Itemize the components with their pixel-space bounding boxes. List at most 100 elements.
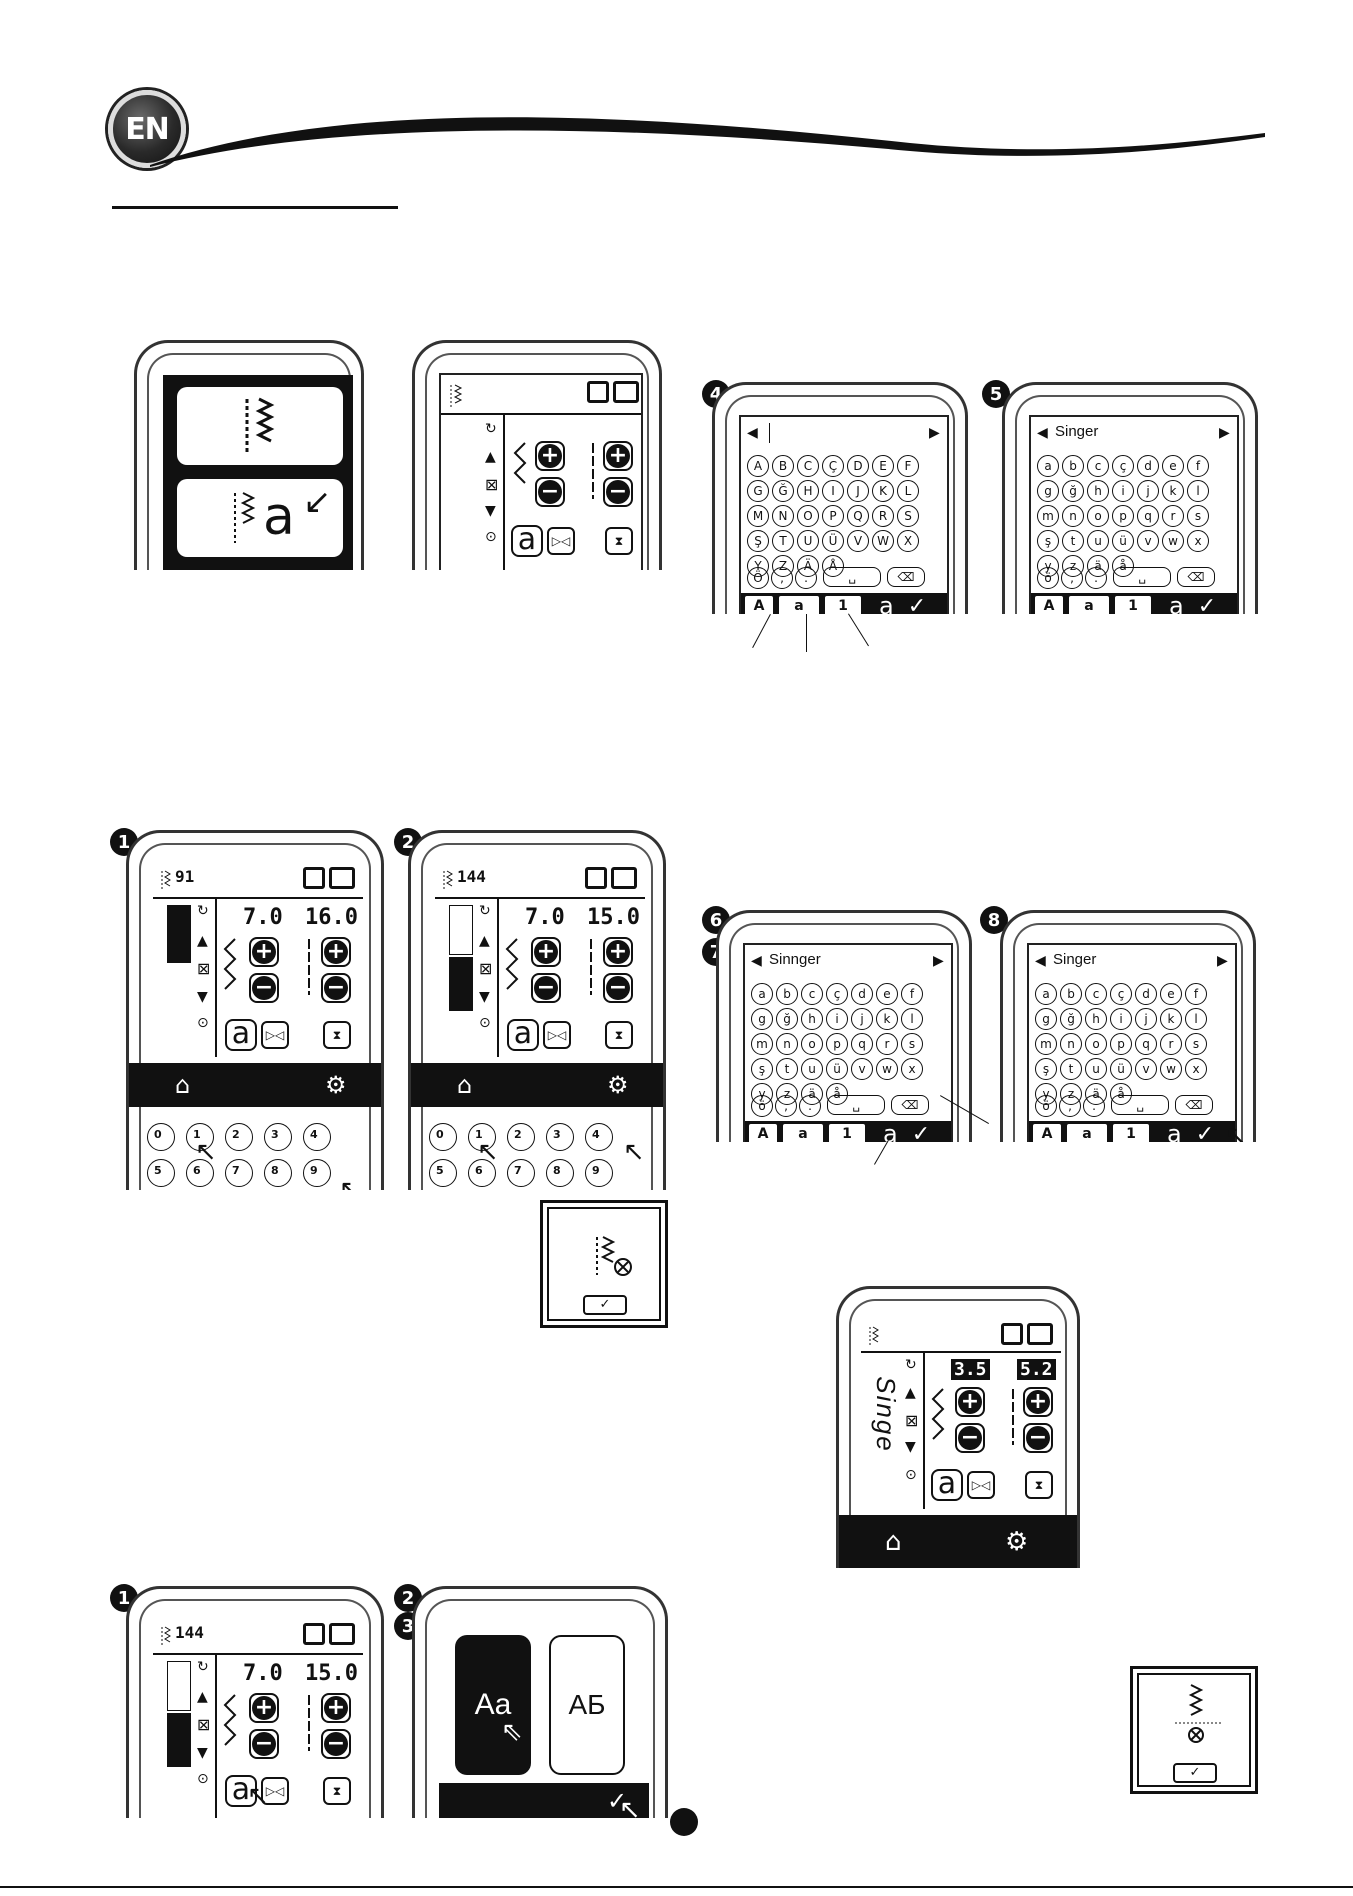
key[interactable]: h	[1087, 480, 1109, 502]
tab-uppercase[interactable]: A	[1033, 1124, 1061, 1142]
length-minus-button[interactable]: −	[321, 1729, 351, 1759]
key[interactable]: i	[1110, 1008, 1132, 1030]
key[interactable]: k	[1162, 480, 1184, 502]
numpad-key[interactable]: 3	[264, 1123, 292, 1151]
key[interactable]: Ç	[822, 455, 844, 477]
key[interactable]: o	[801, 1033, 823, 1055]
up-arrow-icon[interactable]: ▲	[197, 1689, 208, 1705]
key[interactable]: E	[872, 455, 894, 477]
key[interactable]: v	[1135, 1058, 1157, 1080]
font-glyph-icon[interactable]: a	[1167, 1120, 1182, 1142]
width-minus-button[interactable]: −	[249, 1729, 279, 1759]
key[interactable]: w	[1162, 530, 1184, 552]
key[interactable]: j	[851, 1008, 873, 1030]
menu-tile-stitches[interactable]	[177, 387, 343, 465]
numpad-key[interactable]: 9	[585, 1159, 613, 1187]
text-input-value[interactable]: Sinnger	[769, 951, 821, 968]
key[interactable]: d	[1137, 455, 1159, 477]
mirror-button[interactable]: ▷◁	[261, 1777, 289, 1805]
save-icon[interactable]	[303, 867, 325, 889]
key[interactable]: R	[872, 505, 894, 527]
letter-mode-button[interactable]: a	[225, 1019, 257, 1051]
key[interactable]: F	[897, 455, 919, 477]
needle-stop-button[interactable]: ⧗	[323, 1021, 351, 1049]
key[interactable]: u	[1085, 1058, 1107, 1080]
key-period[interactable]: .	[795, 567, 817, 589]
selected-pattern-thumb[interactable]	[167, 1713, 191, 1767]
key[interactable]: q	[1137, 505, 1159, 527]
key[interactable]: c	[1087, 455, 1109, 477]
tab-numbers[interactable]: 1	[825, 596, 861, 614]
length-plus-button[interactable]: +	[1023, 1387, 1053, 1417]
delete-icon[interactable]: ⊠	[479, 959, 493, 978]
reverse-icon[interactable]: ↻	[479, 903, 491, 919]
down-arrow-icon[interactable]: ▼	[485, 503, 496, 519]
numpad-key[interactable]: 6	[186, 1159, 214, 1187]
key[interactable]: p	[1110, 1033, 1132, 1055]
key[interactable]: j	[1137, 480, 1159, 502]
key[interactable]: f	[1185, 983, 1207, 1005]
key[interactable]: ç	[1110, 983, 1132, 1005]
needle-stop-button[interactable]: ⧗	[605, 527, 633, 555]
space-key[interactable]: ␣	[823, 567, 881, 587]
reverse-icon[interactable]: ↻	[905, 1357, 917, 1373]
needle-stop-button[interactable]: ⧗	[323, 1777, 351, 1805]
letter-mode-button[interactable]: a	[931, 1469, 963, 1501]
tab-uppercase[interactable]: A	[1035, 596, 1063, 614]
key-o-umlaut[interactable]: ö	[1037, 567, 1059, 589]
key[interactable]: Å	[822, 555, 844, 577]
key[interactable]: å	[1110, 1083, 1132, 1105]
delete-icon[interactable]: ⊠	[197, 1715, 211, 1734]
key[interactable]: p	[1112, 505, 1134, 527]
backspace-key[interactable]: ⌫	[887, 567, 925, 587]
numpad-key[interactable]: 2	[225, 1123, 253, 1151]
numpad-key[interactable]: 1	[468, 1123, 496, 1151]
pattern-thumb[interactable]	[167, 1661, 191, 1711]
text-input-value[interactable]: Singer	[1055, 423, 1099, 440]
needle-stop-button[interactable]: ⧗	[1025, 1471, 1053, 1499]
needle-stop-button[interactable]: ⧗	[605, 1021, 633, 1049]
numpad-key[interactable]: 8	[546, 1159, 574, 1187]
key[interactable]: H	[797, 480, 819, 502]
delete-icon[interactable]: ⊠	[197, 959, 211, 978]
key[interactable]: t	[1062, 530, 1084, 552]
settings-dot-icon[interactable]: ⊙	[197, 1771, 209, 1787]
width-plus-button[interactable]: +	[249, 1693, 279, 1723]
key[interactable]: X	[897, 530, 919, 552]
font-option-cyrillic[interactable]: АБ	[549, 1635, 625, 1775]
cursor-left-icon[interactable]: ◀	[751, 953, 762, 969]
key[interactable]: d	[851, 983, 873, 1005]
key[interactable]: ç	[826, 983, 848, 1005]
key-period[interactable]: .	[799, 1095, 821, 1117]
numpad-key[interactable]: 0	[429, 1123, 457, 1151]
backspace-key[interactable]: ⌫	[891, 1095, 929, 1115]
key[interactable]: b	[1060, 983, 1082, 1005]
key[interactable]: v	[1137, 530, 1159, 552]
length-plus-button[interactable]: +	[321, 937, 351, 967]
length-plus-button[interactable]: +	[603, 441, 633, 471]
key[interactable]: r	[876, 1033, 898, 1055]
save-icon[interactable]	[1001, 1323, 1023, 1345]
mirror-button[interactable]: ▷◁	[543, 1021, 571, 1049]
key[interactable]: B	[772, 455, 794, 477]
length-minus-button[interactable]: −	[1023, 1423, 1053, 1453]
numpad-key[interactable]: 5	[147, 1159, 175, 1187]
key[interactable]: m	[1037, 505, 1059, 527]
confirm-check-button[interactable]: ✓	[907, 593, 927, 615]
up-arrow-icon[interactable]: ▲	[905, 1385, 916, 1401]
gear-icon[interactable]: ⚙	[607, 1071, 629, 1099]
key-o-umlaut[interactable]: ö	[1035, 1095, 1057, 1117]
key-comma[interactable]: ,	[1061, 567, 1083, 589]
key[interactable]: k	[1160, 1008, 1182, 1030]
numpad-key[interactable]: 5	[429, 1159, 457, 1187]
key-period[interactable]: .	[1083, 1095, 1105, 1117]
key[interactable]: b	[1062, 455, 1084, 477]
pattern-thumb[interactable]	[449, 905, 473, 955]
settings-dot-icon[interactable]: ⊙	[485, 529, 497, 545]
numpad-key[interactable]: 4	[303, 1123, 331, 1151]
confirm-button[interactable]: ✓	[1173, 1763, 1217, 1783]
home-icon[interactable]: ⌂	[885, 1527, 902, 1557]
key[interactable]: t	[1060, 1058, 1082, 1080]
key[interactable]: n	[776, 1033, 798, 1055]
width-plus-button[interactable]: +	[535, 441, 565, 471]
